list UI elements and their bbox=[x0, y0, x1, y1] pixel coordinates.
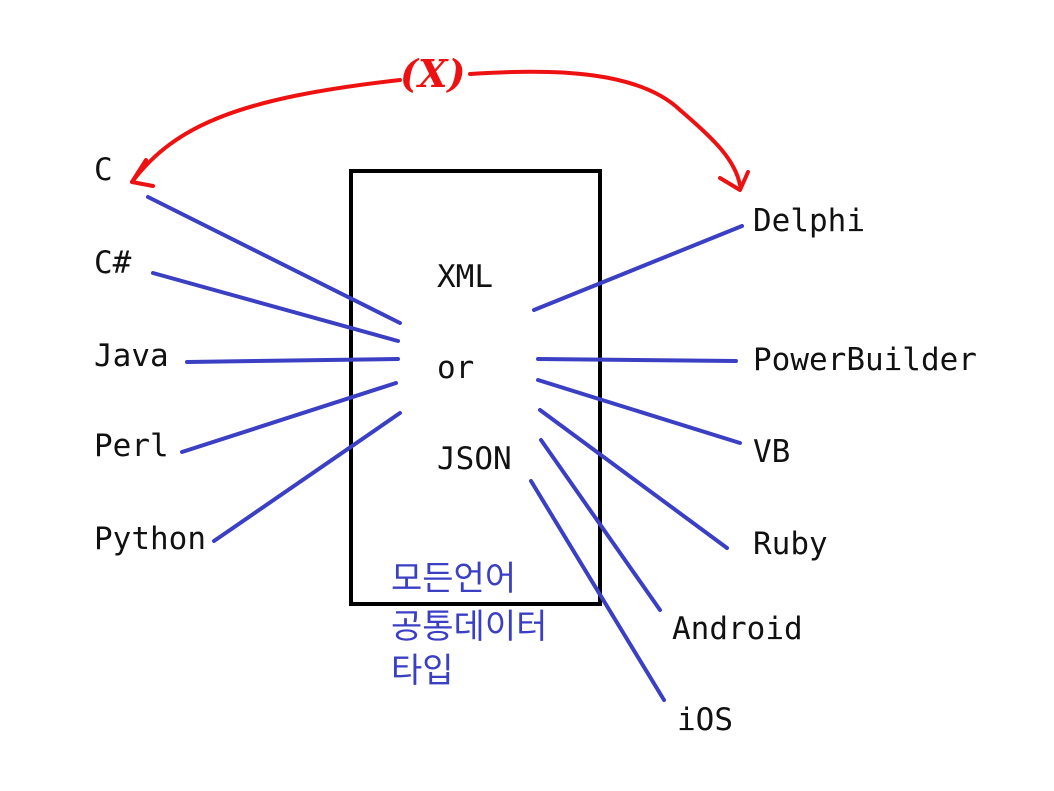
connector-java bbox=[185, 357, 400, 364]
connector-delphi bbox=[532, 224, 744, 312]
language-vb: VB bbox=[753, 434, 791, 470]
language-delphi: Delphi bbox=[753, 203, 865, 239]
center-box bbox=[349, 169, 602, 606]
caption-line-2: 공통데이터 bbox=[391, 607, 548, 647]
language-perl: Perl bbox=[94, 428, 169, 464]
language-c: C bbox=[94, 152, 113, 188]
arrow-head-right bbox=[718, 170, 750, 192]
connector-c bbox=[146, 195, 402, 325]
connector-ruby bbox=[538, 408, 729, 550]
language-python: Python bbox=[94, 521, 206, 557]
arrow-head-left bbox=[130, 158, 155, 188]
caption-line-1: 모든언어 bbox=[391, 559, 517, 599]
language-csharp: C# bbox=[94, 245, 132, 281]
left-connectors bbox=[146, 195, 402, 543]
arrow-arc bbox=[130, 69, 742, 187]
language-ruby: Ruby bbox=[753, 526, 828, 562]
right-connectors bbox=[529, 224, 744, 702]
connector-vb bbox=[536, 378, 742, 445]
connector-python bbox=[212, 411, 402, 543]
connector-android bbox=[539, 438, 662, 612]
center-label-xml: XML bbox=[437, 259, 493, 295]
incompatible-mark: (X) bbox=[400, 51, 466, 96]
connector-ios bbox=[529, 479, 666, 702]
caption-line-3: 타입 bbox=[391, 651, 454, 691]
language-powerbuilder: PowerBuilder bbox=[753, 342, 977, 378]
center-label-or: or bbox=[437, 350, 475, 386]
connector-csharp bbox=[151, 271, 400, 343]
center-label-json: JSON bbox=[437, 441, 512, 477]
incompatible-arrow bbox=[130, 69, 750, 192]
connector-powerbuilder bbox=[536, 357, 738, 363]
language-java: Java bbox=[94, 338, 169, 374]
connector-perl bbox=[180, 381, 398, 454]
language-android: Android bbox=[672, 611, 803, 647]
language-ios: iOS bbox=[677, 702, 733, 738]
